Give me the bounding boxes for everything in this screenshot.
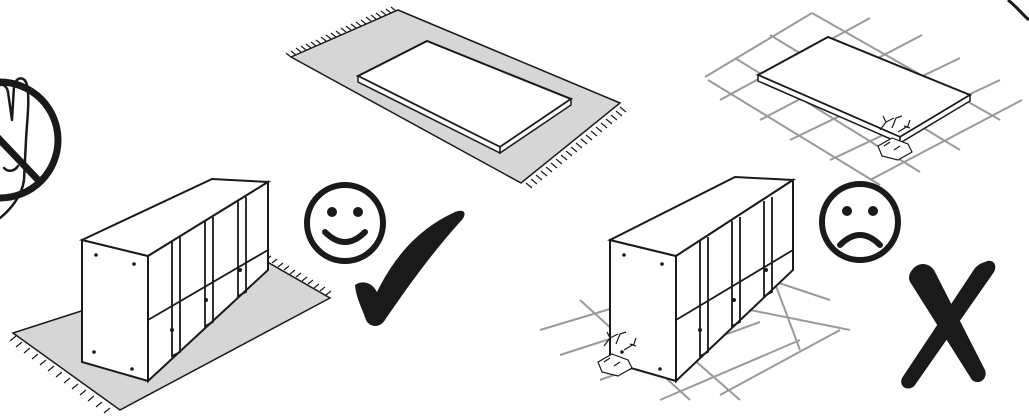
panel-on-tiles-scene — [704, 12, 1023, 186]
rug-fringe — [285, 6, 627, 189]
shelf-on-rug-scene — [9, 177, 332, 414]
crack-icon — [877, 115, 913, 161]
sad-face-icon — [819, 181, 901, 263]
shelf-on-tiles-scene — [539, 175, 851, 401]
prohibition-icon — [0, 78, 62, 202]
panel-on-rug-scene — [285, 6, 627, 189]
checkmark-icon — [355, 210, 465, 326]
panel-edge-right — [499, 97, 572, 155]
shelf-side — [81, 238, 149, 383]
screw-holes — [620, 253, 768, 371]
prohibition-slash — [0, 134, 43, 185]
crack-icon — [597, 331, 637, 377]
screw-holes — [92, 253, 242, 371]
prohibition-sign — [0, 77, 62, 220]
cross-mark-icon — [901, 260, 996, 389]
shelf-dividers — [675, 197, 794, 358]
happy-face-icon — [304, 182, 386, 264]
shelf-dividers — [147, 197, 269, 358]
corner-arc — [1007, 0, 1029, 22]
